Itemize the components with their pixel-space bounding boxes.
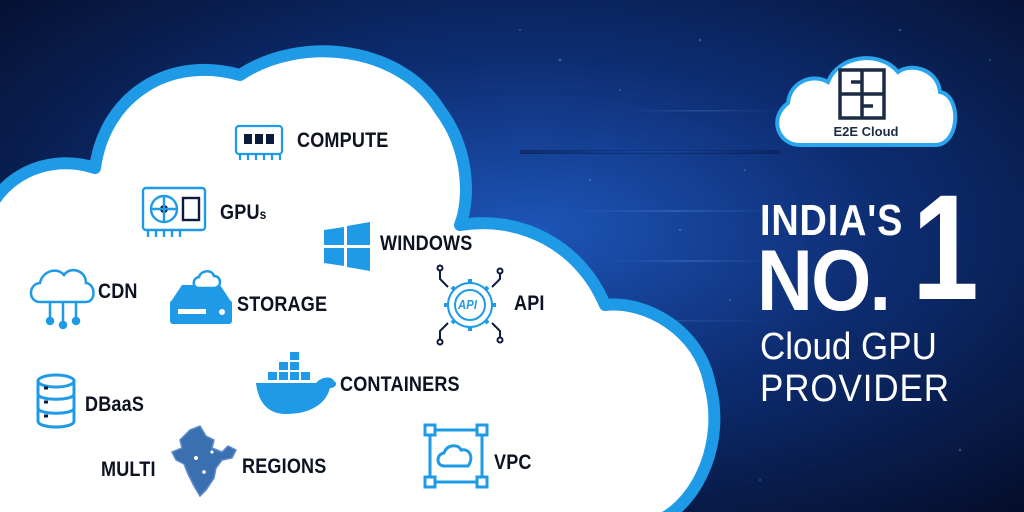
gpus-label-main: GPU bbox=[220, 201, 260, 224]
api-label: API bbox=[514, 292, 545, 315]
compute-label: COMPUTE bbox=[297, 129, 389, 152]
headline-provider: PROVIDER bbox=[760, 368, 950, 410]
windows-logo-icon bbox=[324, 222, 370, 271]
logo-text: E2E Cloud bbox=[833, 124, 899, 139]
headline-cloud-gpu: Cloud GPU bbox=[760, 326, 937, 368]
gpus-label-suffix: s bbox=[259, 206, 267, 222]
api-gear-icon bbox=[436, 264, 504, 346]
cloud-network-icon bbox=[29, 268, 95, 330]
windows-label: WINDOWS bbox=[380, 232, 473, 255]
headline-no: NO. bbox=[757, 233, 891, 329]
containers-label: CONTAINERS bbox=[340, 373, 460, 396]
india-map-icon bbox=[170, 425, 238, 498]
headline-number-one: 1 bbox=[912, 163, 979, 331]
graphics-card-icon bbox=[141, 186, 207, 237]
services-cloud-shape bbox=[0, 45, 721, 512]
storage-label: STORAGE bbox=[237, 293, 328, 316]
vpc-cloud-icon bbox=[423, 423, 489, 489]
logo-cloud-shape bbox=[775, 56, 958, 147]
vpc-label: VPC bbox=[494, 451, 532, 474]
gpus-label: GPUs bbox=[220, 201, 267, 225]
regions-label: REGIONS bbox=[242, 455, 327, 478]
ram-chip-icon bbox=[234, 124, 284, 160]
e2e-logo-mark bbox=[838, 68, 886, 120]
docker-whale-icon bbox=[256, 352, 337, 414]
headline-indias: INDIA'S bbox=[760, 196, 904, 245]
api-badge-text: API bbox=[458, 297, 478, 312]
cdn-label: CDN bbox=[98, 280, 138, 303]
database-icon bbox=[36, 373, 76, 429]
dbaas-label: DBaaS bbox=[85, 393, 145, 416]
cloud-storage-drive-icon bbox=[170, 270, 232, 324]
multi-label: MULTI bbox=[101, 458, 156, 481]
